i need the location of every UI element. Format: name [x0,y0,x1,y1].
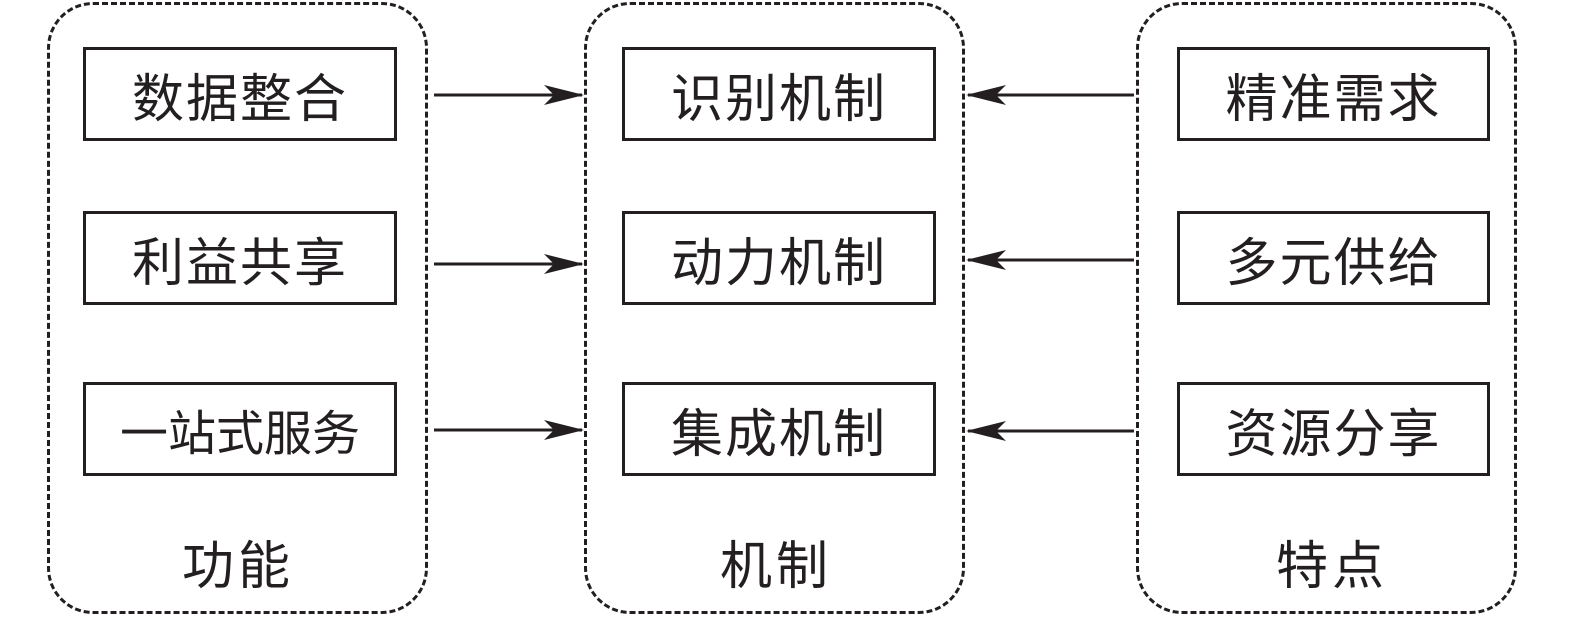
feature-node-resource-sharing: 资源分享 [1177,382,1490,476]
function-node-data-integration: 数据整合 [83,47,397,141]
feature-node-precise-demand: 精准需求 [1177,47,1490,141]
mechanisms-caption: 机制 [719,537,832,597]
mechanism-node-motivation: 动力机制 [622,211,936,305]
mechanisms-group [584,2,965,614]
function-node-benefit-sharing: 利益共享 [83,211,397,305]
feature-node-diverse-supply: 多元供给 [1177,211,1490,305]
features-group [1136,2,1517,614]
functions-caption: 功能 [181,537,294,597]
functions-group [47,2,428,614]
features-caption: 特点 [1275,537,1388,597]
mechanism-node-identification: 识别机制 [622,47,936,141]
mechanism-node-integration: 集成机制 [622,382,936,476]
function-node-one-stop-service: 一站式服务 [83,382,397,476]
